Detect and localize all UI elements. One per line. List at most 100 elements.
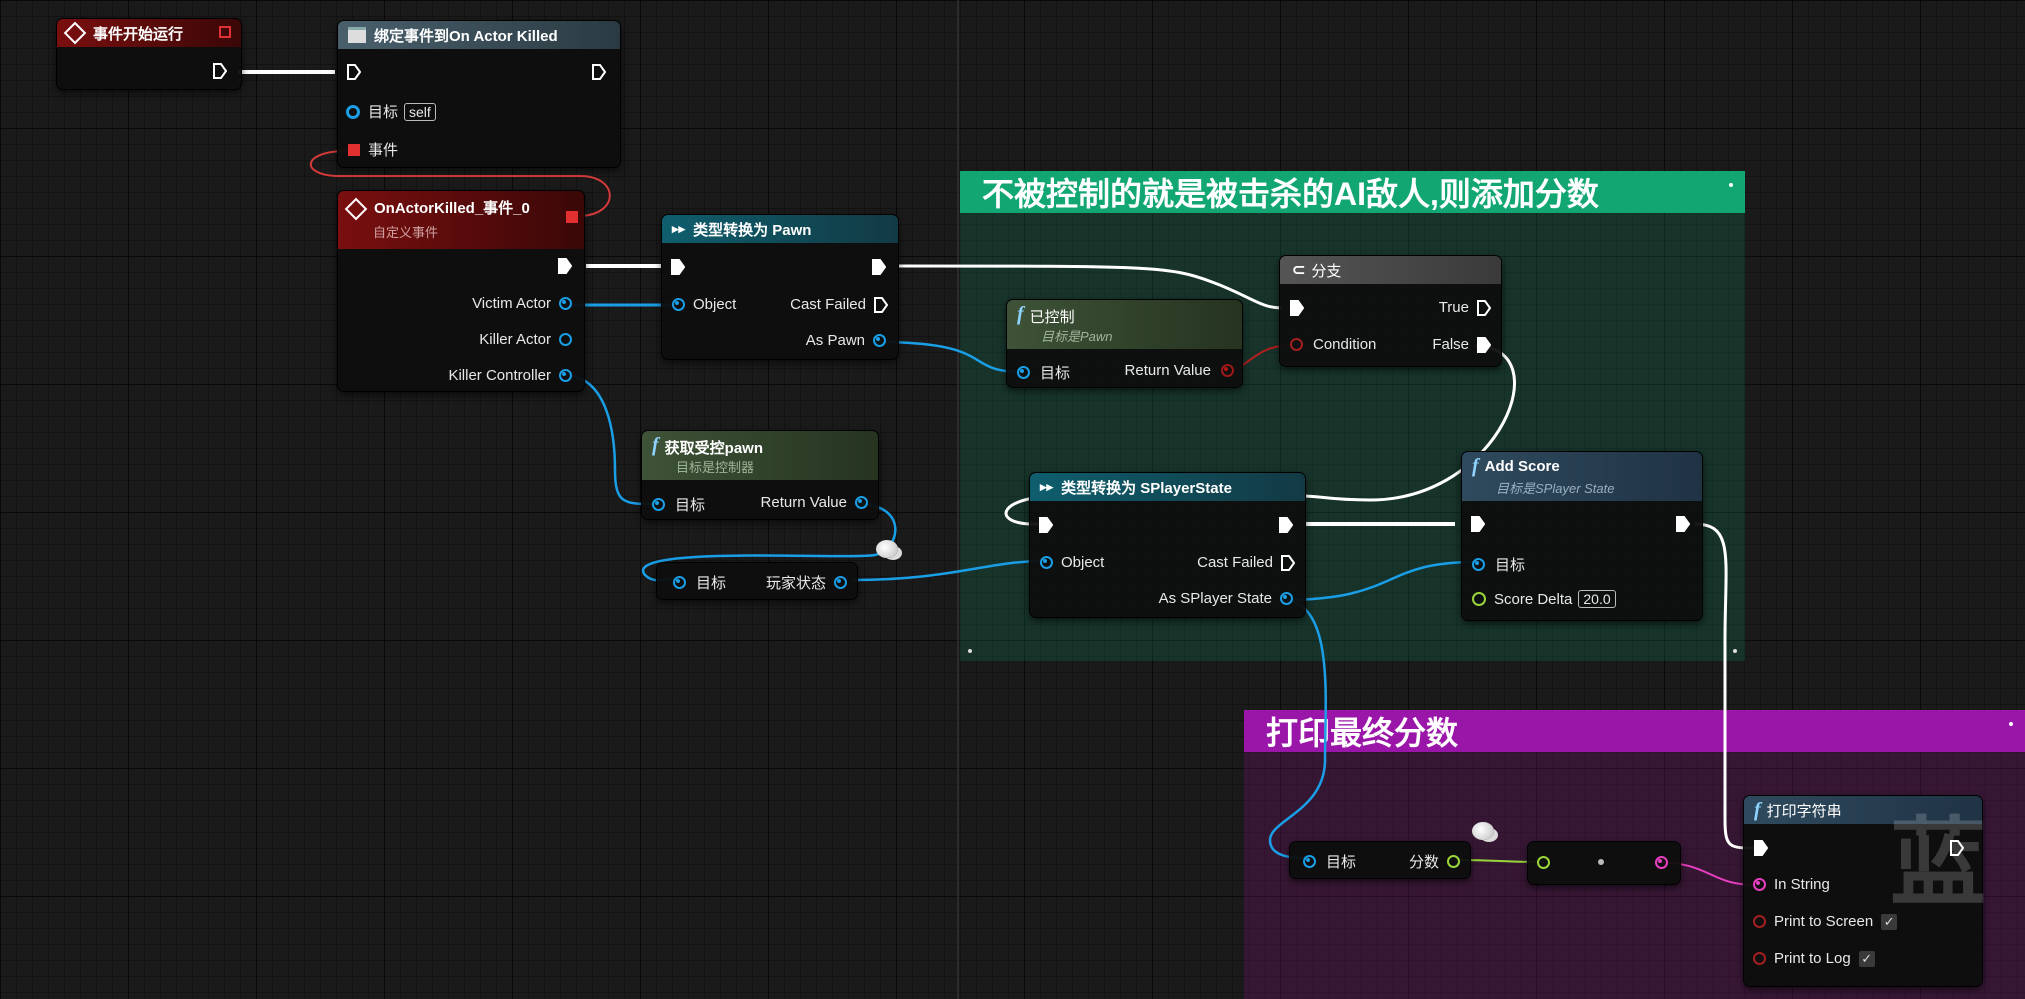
exec-in-pin[interactable]: [1471, 516, 1485, 532]
comment-title: 不被控制的就是被击杀的AI敌人,则添加分数: [960, 171, 1745, 213]
float-pin-icon[interactable]: [1537, 856, 1550, 869]
node-get-controlled-pawn[interactable]: f 获取受控pawn 目标是控制器 目标 Return Value: [642, 431, 878, 519]
object-wire: [851, 559, 1041, 582]
true-pin[interactable]: True: [1439, 299, 1491, 316]
object-in-pin[interactable]: Object: [672, 296, 736, 313]
score-delta-input[interactable]: 20.0: [1578, 590, 1616, 608]
reroute-knot[interactable]: [876, 540, 898, 558]
node-bind-event[interactable]: 绑定事件到On Actor Killed 目标 self 事件: [338, 21, 620, 167]
player-state-pin[interactable]: 玩家状态: [766, 572, 847, 593]
object-in-pin[interactable]: Object: [1040, 554, 1104, 571]
print-to-log-pin[interactable]: Print to Log ✓: [1753, 950, 1875, 967]
object-wire: [1281, 560, 1476, 602]
bool-pin-icon: [1221, 364, 1234, 377]
float-pin-icon: [1447, 855, 1460, 868]
cast-failed-pin[interactable]: Cast Failed: [1197, 554, 1295, 571]
delegate-wire: [309, 150, 611, 217]
object-pin-icon: [673, 576, 686, 589]
node-on-actor-killed[interactable]: OnActorKilled_事件_0 自定义事件 Victim Actor Ki…: [338, 191, 584, 391]
return-value-pin[interactable]: Return Value: [1125, 362, 1234, 379]
branch-icon: ⊂: [1292, 262, 1306, 279]
return-value-pin[interactable]: Return Value: [761, 494, 868, 511]
object-pin-icon: [1472, 558, 1485, 571]
node-print-string[interactable]: f 打印字符串 In String Print to Screen ✓ Prin…: [1744, 796, 1982, 986]
node-header: 绑定事件到On Actor Killed: [338, 21, 620, 49]
exec-out-pin[interactable]: [1676, 516, 1690, 532]
exec-in-pin[interactable]: [1290, 300, 1304, 316]
object-pin-icon: [559, 297, 572, 310]
object-pin-icon: [346, 104, 360, 119]
object-pin-icon: [834, 576, 847, 589]
target-pin[interactable]: 目标: [1472, 554, 1525, 575]
exec-out-pin[interactable]: [1950, 840, 1964, 856]
node-cast-to-splayerstate[interactable]: ▸▸ 类型转换为 SPlayerState Object Cast Failed…: [1030, 473, 1305, 617]
exec-pin-icon: [1477, 336, 1491, 353]
node-header: OnActorKilled_事件_0 自定义事件: [338, 191, 584, 249]
print-to-screen-checkbox[interactable]: ✓: [1881, 913, 1898, 930]
exec-out-pin[interactable]: [213, 63, 227, 79]
exec-in-pin[interactable]: [1754, 840, 1768, 856]
delegate-pin-icon[interactable]: [219, 26, 231, 38]
score-pin[interactable]: 分数: [1409, 851, 1460, 872]
delegate-out-pin[interactable]: [566, 211, 578, 223]
print-to-screen-pin[interactable]: Print to Screen ✓: [1753, 913, 1898, 930]
object-pin-icon: [672, 298, 685, 311]
node-get-score[interactable]: 目标 分数: [1290, 842, 1470, 878]
exec-in-pin[interactable]: [347, 64, 361, 80]
function-icon: f: [652, 434, 659, 456]
node-get-player-state[interactable]: 目标 玩家状态: [657, 563, 857, 599]
string-pin-icon[interactable]: [1655, 856, 1668, 869]
graph-divider: [957, 0, 959, 999]
object-wire: [874, 340, 1024, 374]
exec-in-pin[interactable]: [1039, 517, 1053, 533]
print-to-log-checkbox[interactable]: ✓: [1858, 950, 1875, 967]
in-string-pin[interactable]: In String: [1753, 876, 1830, 893]
node-header: f 获取受控pawn 目标是控制器: [642, 431, 878, 480]
score-delta-pin[interactable]: Score Delta 20.0: [1472, 590, 1616, 608]
node-begin-play[interactable]: 事件开始运行: [57, 19, 241, 89]
node-header: 事件开始运行: [57, 19, 241, 47]
watermark: 蓝: [1890, 807, 1986, 919]
exec-pin-icon: [1281, 554, 1295, 571]
delegate-pin-icon: [348, 143, 360, 156]
killer-controller-pin[interactable]: Killer Controller: [448, 367, 572, 384]
exec-pin-icon: [1477, 299, 1491, 316]
target-pin[interactable]: 目标: [652, 494, 705, 515]
function-icon: f: [1754, 798, 1761, 821]
exec-in-pin[interactable]: [671, 259, 685, 275]
exec-out-pin[interactable]: [872, 259, 886, 275]
event-pin[interactable]: 事件: [348, 139, 398, 160]
as-pawn-pin[interactable]: As Pawn: [806, 332, 886, 349]
target-pin[interactable]: 目标: [673, 572, 726, 593]
target-pin[interactable]: 目标 self: [346, 101, 436, 122]
cast-failed-pin[interactable]: Cast Failed: [790, 296, 888, 313]
target-value-box[interactable]: self: [404, 102, 436, 121]
object-pin-icon: [1280, 592, 1293, 605]
node-add-score[interactable]: f Add Score 目标是SPlayer State 目标 Score De…: [1462, 452, 1702, 620]
killer-actor-pin[interactable]: Killer Actor: [479, 331, 572, 348]
exec-out-pin[interactable]: [558, 258, 572, 274]
object-wire: [641, 502, 897, 582]
node-header: f Add Score 目标是SPlayer State: [1462, 452, 1702, 501]
node-header: f 已控制 目标是Pawn: [1007, 300, 1242, 349]
target-pin[interactable]: 目标: [1017, 362, 1070, 383]
node-is-controlled[interactable]: f 已控制 目标是Pawn 目标 Return Value: [1007, 300, 1242, 387]
node-cast-to-pawn[interactable]: ▸▸ 类型转换为 Pawn Object Cast Failed As Pawn: [662, 215, 898, 359]
condition-pin[interactable]: Condition: [1290, 336, 1376, 353]
reroute-knot[interactable]: [1472, 822, 1494, 840]
node-header: f 打印字符串: [1744, 796, 1982, 824]
exec-out-pin[interactable]: [1279, 517, 1293, 533]
node-float-to-string[interactable]: [1528, 842, 1680, 884]
node-branch[interactable]: ⊂ 分支 True Condition False: [1280, 256, 1501, 366]
false-pin[interactable]: False: [1432, 336, 1491, 353]
comment-title: 打印最终分数: [1244, 710, 2025, 752]
exec-out-pin[interactable]: [592, 64, 606, 80]
node-header: ⊂ 分支: [1280, 256, 1501, 284]
event-icon: [344, 197, 368, 221]
event-binding-icon: [348, 27, 366, 43]
victim-actor-pin[interactable]: Victim Actor: [472, 295, 572, 312]
as-splayerstate-pin[interactable]: As SPlayer State: [1159, 590, 1293, 607]
conversion-dot-icon: [1598, 859, 1604, 865]
target-pin[interactable]: 目标: [1303, 851, 1356, 872]
